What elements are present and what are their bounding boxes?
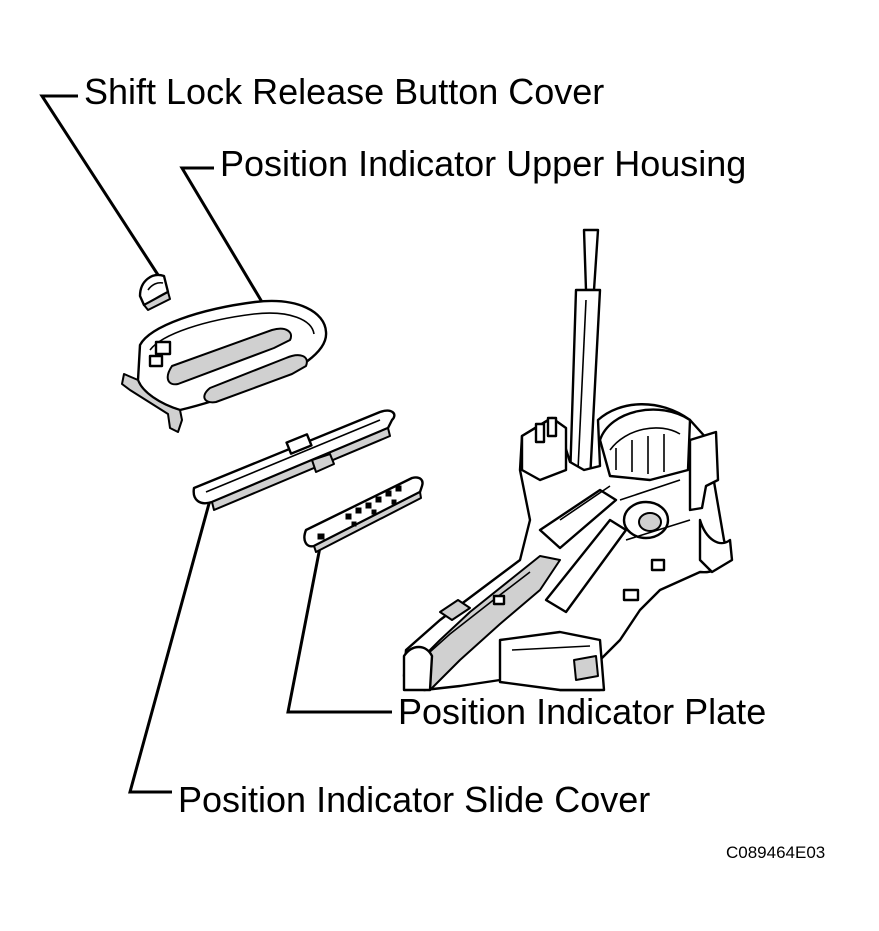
shift-lock-release-button-cover-part bbox=[138, 273, 171, 311]
shift-lever-assembly-part bbox=[402, 228, 734, 692]
label-position-indicator-plate: Position Indicator Plate bbox=[398, 691, 766, 732]
position-indicator-plate-part bbox=[303, 476, 424, 553]
leader-shift-lock-cover bbox=[39, 94, 162, 279]
leader-indicator-plate bbox=[286, 541, 392, 714]
label-position-indicator-upper-housing: Position Indicator Upper Housing bbox=[220, 143, 746, 184]
label-shift-lock-release-button-cover: Shift Lock Release Button Cover bbox=[84, 71, 604, 112]
leader-slide-cover bbox=[128, 499, 212, 794]
label-position-indicator-slide-cover: Position Indicator Slide Cover bbox=[178, 779, 650, 820]
leader-upper-housing bbox=[179, 166, 264, 303]
position-indicator-upper-housing-part bbox=[121, 299, 328, 433]
figure-code: C089464E03 bbox=[726, 843, 825, 862]
position-indicator-slide-cover-part bbox=[192, 409, 396, 511]
